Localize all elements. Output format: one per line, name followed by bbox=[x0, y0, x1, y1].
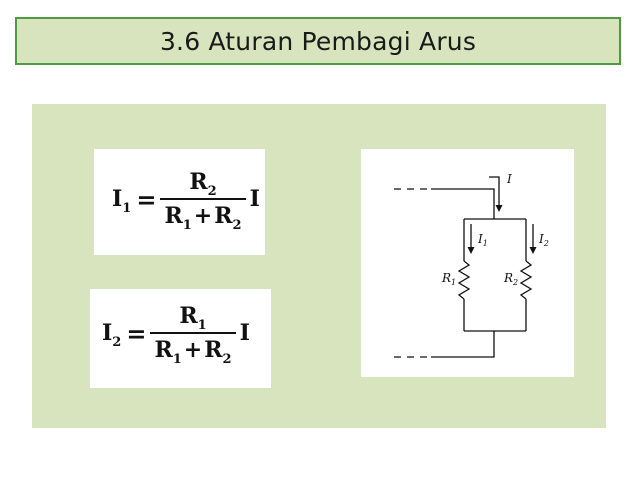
resistor1-symbol bbox=[457, 260, 471, 300]
output-wire bbox=[431, 331, 495, 358]
fraction: R1 R1+R2 bbox=[150, 303, 236, 367]
label-resistor1: R1 bbox=[441, 271, 456, 287]
denominator: R1+R2 bbox=[160, 198, 246, 233]
den-b-subscript: 2 bbox=[232, 218, 242, 233]
den-a-symbol: R bbox=[154, 337, 173, 363]
num-symbol: R bbox=[189, 169, 208, 195]
den-b-symbol: R bbox=[204, 337, 223, 363]
numerator: R2 bbox=[187, 169, 218, 199]
label-branch2-current: I2 bbox=[538, 232, 549, 248]
slide-title-box: 3.6 Aturan Pembagi Arus bbox=[15, 17, 621, 65]
den-b-symbol: R bbox=[214, 203, 233, 229]
formula-i1: I1 = R2 R1+R2 I bbox=[112, 169, 260, 233]
num-subscript: 1 bbox=[197, 318, 207, 333]
num-symbol: R bbox=[179, 303, 198, 329]
input-wire bbox=[431, 188, 495, 219]
content-panel: I1 = R2 R1+R2 I I2 = R1 R1+R2 I bbox=[32, 104, 606, 428]
lhs-symbol: I bbox=[102, 320, 113, 346]
formula-lhs: I2 bbox=[102, 320, 121, 350]
equals-sign: = bbox=[126, 318, 147, 348]
formula-lhs: I1 bbox=[112, 186, 131, 216]
arrowhead-icon bbox=[495, 205, 503, 212]
label-total-current: I bbox=[506, 172, 512, 186]
equals-sign: = bbox=[136, 184, 157, 214]
formula-card-i2: I2 = R1 R1+R2 I bbox=[90, 289, 271, 388]
formula-i2: I2 = R1 R1+R2 I bbox=[102, 303, 250, 367]
den-b-subscript: 2 bbox=[222, 352, 232, 367]
rhs-symbol: I bbox=[249, 186, 260, 212]
lhs-symbol: I bbox=[112, 186, 123, 212]
denominator: R1+R2 bbox=[150, 332, 236, 367]
numerator: R1 bbox=[177, 303, 208, 333]
resistor2-symbol bbox=[519, 260, 533, 300]
den-a-subscript: 1 bbox=[172, 352, 182, 367]
slide-title: 3.6 Aturan Pembagi Arus bbox=[159, 26, 477, 56]
plus-sign: + bbox=[193, 203, 213, 229]
den-a-subscript: 1 bbox=[182, 218, 192, 233]
arrowhead-icon bbox=[529, 247, 537, 254]
circuit-diagram-card: I I1 I2 R1 R2 bbox=[361, 149, 574, 377]
lhs-subscript: 2 bbox=[112, 335, 122, 350]
plus-sign: + bbox=[183, 337, 203, 363]
label-resistor2: R2 bbox=[503, 271, 518, 287]
arrowhead-icon bbox=[467, 247, 475, 254]
total-current-arrow bbox=[489, 176, 500, 207]
num-subscript: 2 bbox=[207, 184, 217, 199]
lhs-subscript: 1 bbox=[122, 201, 132, 216]
rhs-symbol: I bbox=[239, 320, 250, 346]
fraction: R2 R1+R2 bbox=[160, 169, 246, 233]
label-branch1-current: I1 bbox=[477, 232, 488, 248]
formula-card-i1: I1 = R2 R1+R2 I bbox=[94, 149, 265, 255]
den-a-symbol: R bbox=[164, 203, 183, 229]
circuit-diagram: I I1 I2 R1 R2 bbox=[394, 172, 549, 358]
